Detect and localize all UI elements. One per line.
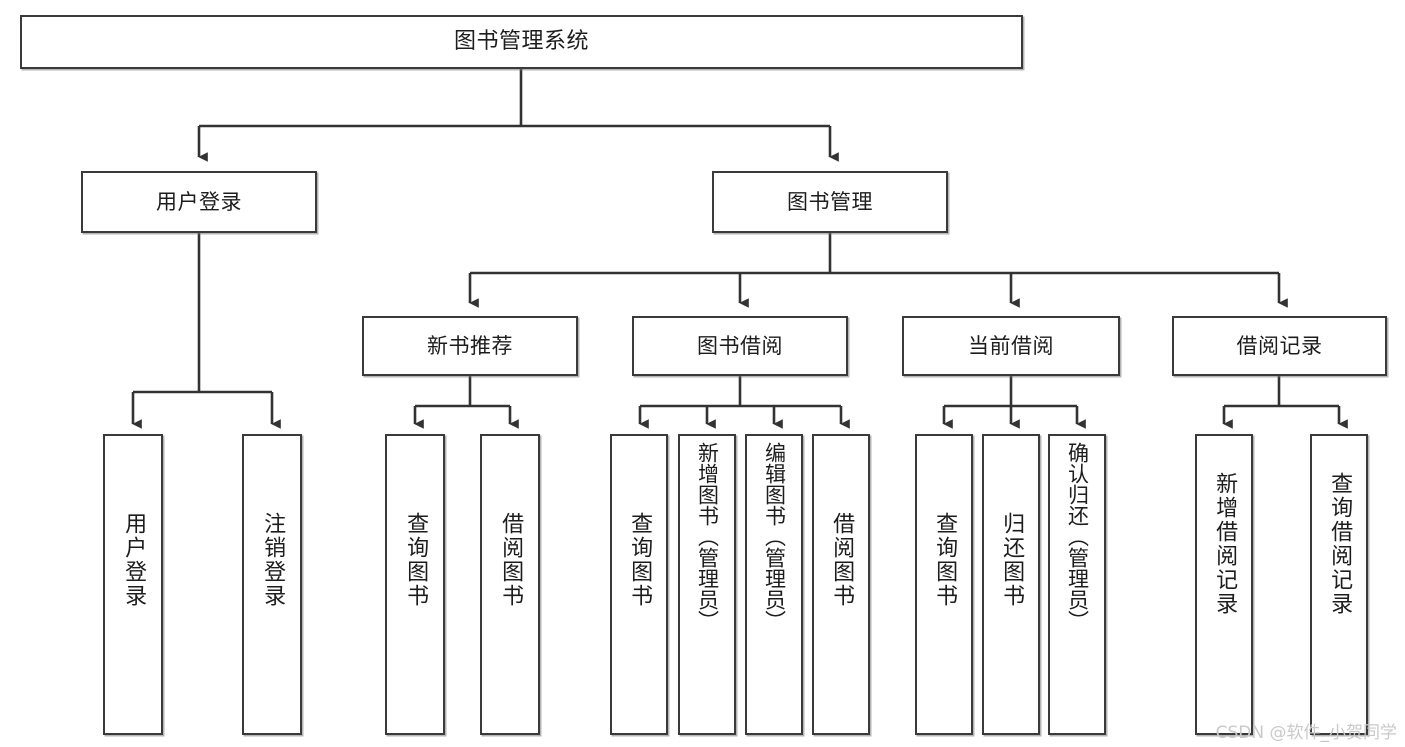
leaf-add-record[interactable]: 新增借阅记录 bbox=[1195, 434, 1253, 735]
node-label: 查询图书 bbox=[627, 512, 653, 608]
node-label: 图书管理系统 bbox=[453, 29, 589, 55]
node-label: 新书推荐 bbox=[427, 333, 513, 358]
node-root-system[interactable]: 图书管理系统 bbox=[20, 15, 1023, 69]
node-label: 查询图书 bbox=[932, 512, 958, 608]
node-current-borrow[interactable]: 当前借阅 bbox=[902, 316, 1120, 376]
node-label: 借阅记录 bbox=[1236, 333, 1323, 358]
leaf-borrow-book-1[interactable]: 借阅图书 bbox=[480, 434, 540, 735]
node-label: 新增借阅记录 bbox=[1212, 472, 1238, 616]
leaf-query-book-2[interactable]: 查询图书 bbox=[610, 434, 668, 735]
node-label: 确认归还（管理员） bbox=[1065, 442, 1090, 631]
node-user-login[interactable]: 用户登录 bbox=[81, 171, 317, 233]
node-label: 新增图书（管理员） bbox=[695, 442, 720, 631]
node-label: 归还图书 bbox=[999, 512, 1025, 608]
node-label: 当前借阅 bbox=[968, 333, 1054, 358]
leaf-add-book[interactable]: 新增图书（管理员） bbox=[678, 434, 736, 735]
node-book-manage[interactable]: 图书管理 bbox=[712, 171, 948, 233]
leaf-return-book[interactable]: 归还图书 bbox=[982, 434, 1040, 735]
node-label: 查询图书 bbox=[403, 512, 429, 608]
leaf-query-book-1[interactable]: 查询图书 bbox=[385, 434, 445, 735]
node-label: 编辑图书（管理员） bbox=[762, 442, 787, 631]
node-borrow-record[interactable]: 借阅记录 bbox=[1172, 316, 1387, 376]
node-label: 图书管理 bbox=[787, 189, 873, 214]
leaf-logout-login[interactable]: 注销登录 bbox=[242, 434, 302, 735]
leaf-edit-book[interactable]: 编辑图书（管理员） bbox=[745, 434, 803, 735]
leaf-query-record[interactable]: 查询借阅记录 bbox=[1310, 434, 1368, 735]
node-label: 图书借阅 bbox=[697, 333, 783, 358]
node-label: 用户登录 bbox=[121, 512, 147, 608]
node-label: 借阅图书 bbox=[829, 512, 855, 608]
node-label: 用户登录 bbox=[156, 189, 242, 214]
leaf-confirm-return[interactable]: 确认归还（管理员） bbox=[1048, 434, 1106, 735]
csdn-watermark: CSDN @软件_小贺同学 bbox=[1215, 723, 1397, 743]
node-label: 查询借阅记录 bbox=[1327, 472, 1353, 616]
leaf-borrow-book-2[interactable]: 借阅图书 bbox=[812, 434, 870, 735]
leaf-query-book-3[interactable]: 查询图书 bbox=[915, 434, 973, 735]
node-label: 借阅图书 bbox=[498, 512, 524, 608]
node-label: 注销登录 bbox=[260, 512, 286, 608]
leaf-user-login[interactable]: 用户登录 bbox=[103, 434, 163, 735]
node-book-borrow[interactable]: 图书借阅 bbox=[632, 316, 848, 376]
node-new-book-rec[interactable]: 新书推荐 bbox=[362, 316, 578, 376]
